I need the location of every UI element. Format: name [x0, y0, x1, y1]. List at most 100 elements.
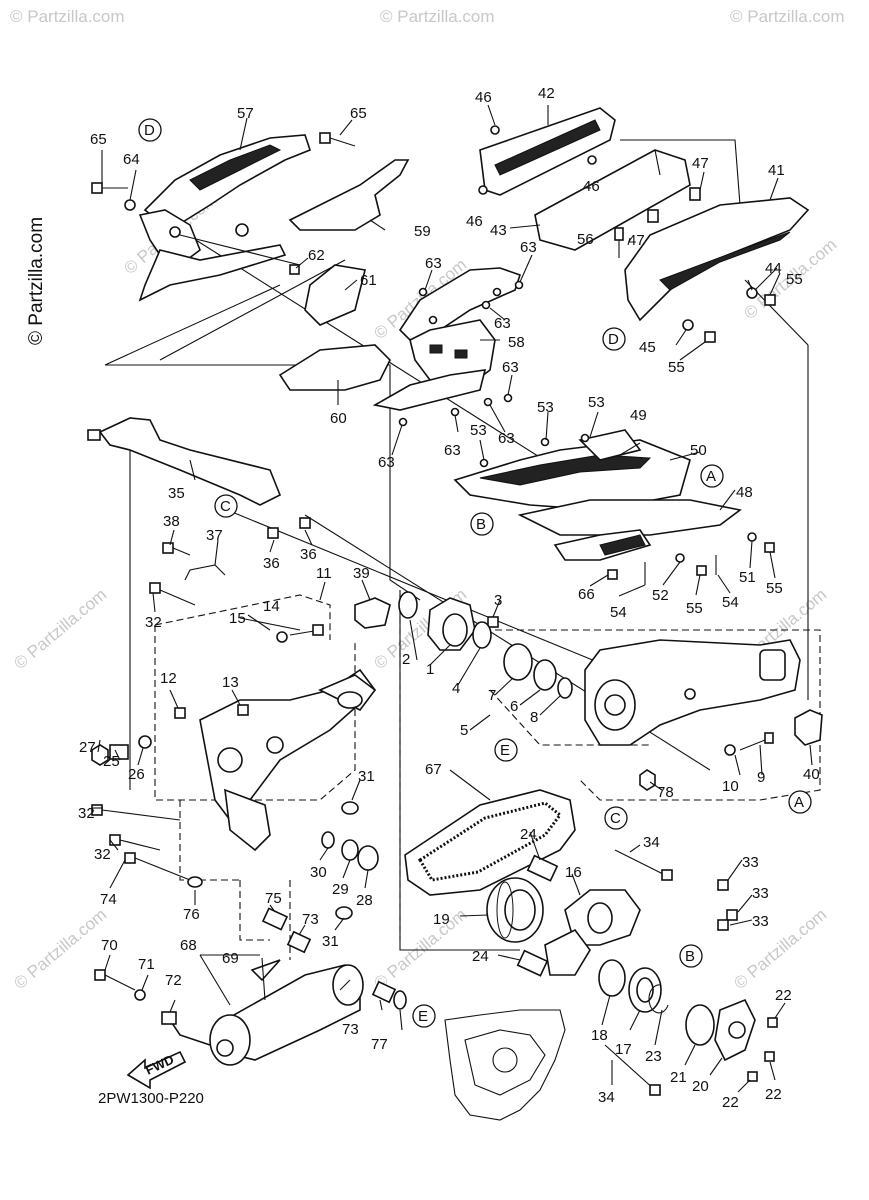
label-55: 55 [668, 359, 685, 376]
label-78: 78 [657, 784, 674, 801]
label-63: 63 [378, 454, 395, 471]
part-36-bolts [267, 517, 311, 539]
label-43: 43 [490, 222, 507, 239]
part-39-block [354, 597, 391, 629]
part-57-cover [138, 134, 311, 302]
label-75: 75 [265, 890, 282, 907]
label-22: 22 [765, 1086, 782, 1103]
label-46: 46 [466, 213, 483, 230]
label-47: 47 [692, 155, 709, 172]
part-20-cover [714, 998, 756, 1062]
label-33: 33 [752, 913, 769, 930]
part-64-washer [124, 199, 136, 211]
label-73: 73 [342, 1021, 359, 1038]
part-77-washer [393, 990, 407, 1010]
part-62-nut [289, 264, 300, 275]
part-56-screw [614, 227, 624, 258]
part-31-bushing [335, 801, 359, 920]
part-74-76-bolt [124, 852, 203, 888]
label-69: 69 [222, 950, 239, 967]
callout-c: C [220, 498, 231, 515]
callout-a: A [794, 794, 804, 811]
part-65-bolt [91, 132, 356, 194]
label-46: 46 [475, 89, 492, 106]
part-6-7-8-seals [503, 643, 573, 699]
part-28-29-30-collars [321, 831, 379, 871]
label-63: 63 [498, 430, 515, 447]
part-69-warning-label [250, 959, 281, 982]
label-63: 63 [494, 315, 511, 332]
label-64: 64 [123, 151, 140, 168]
part-75-73-collars [261, 907, 397, 1004]
leader-lines [92, 104, 813, 1093]
part-42-rail [478, 107, 616, 196]
label-32: 32 [78, 805, 95, 822]
label-32: 32 [94, 846, 111, 863]
label-1: 1 [426, 661, 434, 678]
callout-circles: D D A B C E A C B E [138, 118, 812, 1028]
label-63: 63 [425, 255, 442, 272]
part-50-undertray [453, 429, 691, 511]
part-37-clip [184, 564, 226, 581]
label-23: 23 [645, 1048, 662, 1065]
label-60: 60 [330, 410, 347, 427]
label-50: 50 [690, 442, 707, 459]
part-16-hub-carrier [544, 889, 641, 976]
part-12-13-fasteners [174, 704, 249, 719]
callout-e: E [418, 1008, 428, 1025]
label-65: 65 [350, 105, 367, 122]
part-14-15-bolt [276, 624, 324, 643]
label-33: 33 [742, 854, 759, 871]
label-48: 48 [736, 484, 753, 501]
label-56: 56 [577, 231, 594, 248]
label-42: 42 [538, 85, 555, 102]
label-62: 62 [308, 247, 325, 264]
label-55: 55 [766, 580, 783, 597]
label-53: 53 [537, 399, 554, 416]
part-59-bracket [288, 159, 410, 231]
label-36: 36 [263, 555, 280, 572]
label-20: 20 [692, 1078, 709, 1095]
label-29: 29 [332, 881, 349, 898]
part-33-bolts [717, 879, 738, 931]
part-41-side-cover [624, 187, 810, 322]
label-61: 61 [360, 272, 377, 289]
part-1-hub [427, 597, 476, 651]
label-59: 59 [414, 223, 431, 240]
label-44: 44 [765, 260, 782, 277]
label-28: 28 [356, 892, 373, 909]
callout-e: E [500, 742, 510, 759]
label-74: 74 [100, 891, 117, 908]
label-12: 12 [160, 670, 177, 687]
label-22: 22 [775, 987, 792, 1004]
label-54: 54 [610, 604, 627, 621]
part-5-swingarm [584, 639, 801, 746]
part-24-collars [516, 854, 559, 977]
label-76: 76 [183, 906, 200, 923]
label-55: 55 [786, 271, 803, 288]
part-2-o-ring [398, 591, 418, 619]
label-66: 66 [578, 586, 595, 603]
watermark-text: © Partzilla.com [730, 905, 830, 993]
label-17: 17 [615, 1041, 632, 1058]
part-21-seal [685, 1004, 715, 1046]
label-21: 21 [670, 1069, 687, 1086]
part-43-block [534, 149, 691, 251]
label-34: 34 [598, 1089, 615, 1106]
callout-b: B [476, 516, 486, 533]
part-3-4-bearing [472, 616, 499, 649]
callout-d: D [144, 122, 155, 139]
label-55: 55 [686, 600, 703, 617]
part-40-chain-guide [794, 709, 823, 746]
label-4: 4 [452, 680, 460, 697]
label-68: 68 [180, 937, 197, 954]
label-6: 6 [510, 698, 518, 715]
label-72: 72 [165, 972, 182, 989]
label-14: 14 [263, 598, 280, 615]
watermark-text: © Partzilla.com [380, 7, 495, 26]
label-49: 49 [630, 407, 647, 424]
label-24: 24 [472, 948, 489, 965]
label-57: 57 [237, 105, 254, 122]
